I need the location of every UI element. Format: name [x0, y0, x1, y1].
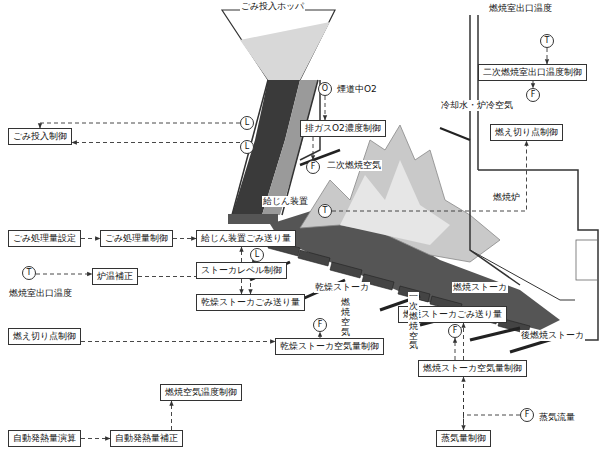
- control-box: ごみ処理量制御: [100, 230, 173, 247]
- sensor-letter: O: [322, 84, 328, 93]
- signal-connector: [173, 238, 196, 239]
- signal-connector: [81, 238, 100, 239]
- box-text: 二次燃焼室出口温度制御: [483, 67, 582, 77]
- sensor-circle: T: [318, 204, 332, 218]
- part-label: ごみ投入ホッパ: [240, 1, 305, 12]
- control-box: 排ガスO2濃度制御: [300, 120, 386, 137]
- control-box: ごみ投入制御: [8, 128, 72, 145]
- part-label: 燃焼空気: [340, 298, 351, 338]
- part-label: 給じん装置: [262, 196, 309, 207]
- signal-connector: [171, 401, 172, 430]
- part-label: 煙道中O2: [336, 84, 378, 95]
- box-text: 自動発熱量演算: [13, 433, 76, 443]
- sensor-circle: F: [306, 160, 320, 174]
- box-text: 燃え切り点制御: [495, 127, 558, 137]
- part-label: 二次燃焼空気: [326, 160, 382, 171]
- signal-connector: [241, 279, 242, 294]
- sensor-letter: F: [531, 90, 536, 99]
- sensor-letter: T: [323, 206, 328, 215]
- sensor-letter: L: [255, 250, 259, 259]
- sensor-letter: F: [453, 326, 458, 335]
- sensor-circle: F: [520, 408, 534, 422]
- box-text: ストーカレベル制御: [201, 265, 282, 275]
- box-text: 乾燥ストーカごみ送り量: [201, 297, 300, 307]
- box-text: 自動発熱量補正: [115, 433, 178, 443]
- part-label: 後燃焼ストーカ: [520, 330, 585, 341]
- box-text: 燃焼ストーカ空気量制御: [423, 363, 522, 373]
- box-text: 蒸気量制御: [441, 433, 486, 443]
- sensor-circle: T: [540, 34, 554, 48]
- signal-connector: [72, 142, 240, 143]
- box-text: 燃え切り点制御: [13, 331, 76, 341]
- signal-connector: [313, 137, 314, 160]
- box-text: ごみ処理量制御: [105, 233, 168, 243]
- sensor-circle: L: [240, 140, 254, 154]
- signal-connector: [332, 141, 527, 211]
- control-box: 二次燃焼室出口温度制御: [478, 64, 587, 81]
- control-box: 燃焼ストーカ空気量制御: [418, 360, 527, 377]
- sensor-circle: O: [318, 82, 332, 96]
- sensor-circle: T: [22, 266, 36, 280]
- part-label: 燃焼ストーカ: [452, 282, 508, 293]
- box-text: ごみ投入制御: [13, 131, 67, 141]
- signal-connector: [81, 438, 110, 439]
- sensor-letter: L: [245, 118, 249, 127]
- control-box: ストーカレベル制御: [196, 262, 287, 279]
- control-box: 燃え切り点制御: [490, 124, 563, 141]
- signal-connector: [138, 277, 251, 295]
- control-box: ごみ処理量設定: [8, 230, 81, 247]
- part-label: 燃焼室出口温度: [488, 3, 553, 14]
- sensor-letter: F: [311, 162, 316, 171]
- control-box: 燃焼空気温度制御: [160, 384, 242, 401]
- control-box: 炉温補正: [92, 268, 138, 285]
- control-box: 自動発熱量演算: [8, 430, 81, 447]
- signal-connector: [455, 338, 456, 360]
- box-text: 炉温補正: [97, 271, 133, 281]
- part-label: 一次燃焼空気: [408, 292, 419, 351]
- sensor-circle: L: [240, 116, 254, 130]
- sensor-letter: T: [27, 268, 32, 277]
- part-label: 冷却水・炉冷空気: [440, 100, 514, 111]
- signal-connector: [36, 274, 92, 275]
- sensor-letter: L: [245, 142, 249, 151]
- control-box: 乾燥ストーカ空気量制御: [275, 338, 384, 355]
- signal-connector: [325, 96, 326, 120]
- control-box: 乾燥ストーカごみ送り量: [196, 294, 305, 311]
- box-text: ごみ処理量設定: [13, 233, 76, 243]
- part-label: 燃焼炉: [492, 192, 521, 203]
- part-label: 乾燥ストーカ: [314, 282, 370, 293]
- signal-connector: [241, 247, 242, 262]
- control-box: 給じん装置ごみ送り量: [196, 230, 296, 247]
- box-text: 給じん装置ごみ送り量: [201, 233, 291, 243]
- sensor-circle: L: [250, 248, 264, 262]
- sensor-letter: F: [525, 410, 530, 419]
- sensor-circle: F: [313, 318, 327, 332]
- box-text: 燃焼空気温度制御: [165, 387, 237, 397]
- signal-connector: [81, 341, 275, 342]
- sensor-letter: T: [545, 36, 550, 45]
- part-label: 蒸気流量: [538, 412, 576, 423]
- sensor-circle: F: [526, 88, 540, 102]
- box-text: 排ガスO2濃度制御: [305, 123, 381, 133]
- signal-connector: [547, 48, 548, 64]
- control-box: 蒸気量制御: [436, 430, 491, 447]
- sensor-letter: F: [318, 320, 323, 329]
- control-box: 自動発熱量補正: [110, 430, 183, 447]
- box-text: 乾燥ストーカ空気量制御: [280, 341, 379, 351]
- signal-connector: [533, 81, 534, 88]
- part-label: 燃焼室出口温度: [8, 288, 73, 299]
- control-box: 燃え切り点制御: [8, 328, 81, 345]
- signal-connector: [464, 415, 521, 430]
- sensor-circle: F: [448, 324, 462, 338]
